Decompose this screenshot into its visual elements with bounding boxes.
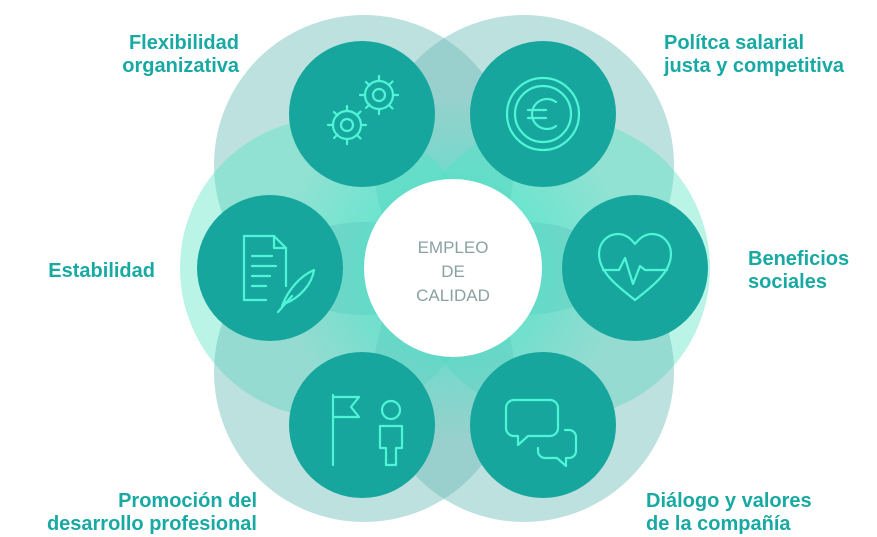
euro-coin-icon bbox=[505, 76, 581, 152]
heart-pulse-icon bbox=[597, 232, 673, 302]
icon-circle-dialogo bbox=[470, 352, 616, 498]
label-estabilidad: Estabilidad bbox=[48, 260, 155, 283]
label-dialogo-line-2: de la compañía bbox=[646, 513, 791, 535]
gears-icon bbox=[326, 74, 400, 146]
label-politica-salarial: Polítca salarial justa y competitiva bbox=[664, 32, 844, 78]
icon-circle-beneficios bbox=[562, 195, 708, 341]
label-promocion-line-1: Promoción del bbox=[118, 490, 257, 512]
icon-circle-estabilidad bbox=[197, 195, 343, 341]
chat-bubbles-icon bbox=[504, 398, 578, 468]
flag-person-icon bbox=[331, 393, 404, 467]
icon-circle-flexibilidad bbox=[289, 41, 435, 187]
icon-circle-politica bbox=[470, 41, 616, 187]
label-flexibilidad-line-2: organizativa bbox=[122, 55, 239, 77]
center-line-3: CALIDAD bbox=[416, 286, 490, 305]
label-politica-line-2: justa y competitiva bbox=[664, 55, 845, 77]
label-beneficios-line-1: Beneficios bbox=[748, 248, 850, 270]
document-quill-icon bbox=[242, 234, 316, 314]
label-flexibilidad-line-1: Flexibilidad bbox=[128, 32, 239, 54]
label-estabilidad-line-1: Estabilidad bbox=[48, 260, 155, 282]
label-dialogo: Diálogo y valores de la compañía bbox=[646, 490, 812, 536]
label-promocion-line-2: desarrollo profesional bbox=[46, 513, 257, 535]
label-flexibilidad: Flexibilidad organizativa bbox=[122, 32, 239, 78]
label-promocion: Promoción del desarrollo profesional bbox=[47, 490, 257, 536]
center-line-2: DE bbox=[441, 262, 465, 281]
label-dialogo-line-1: Diálogo y valores bbox=[646, 490, 812, 512]
label-beneficios: Beneficios sociales bbox=[748, 248, 849, 294]
label-politica-line-1: Polítca salarial bbox=[664, 32, 805, 54]
icon-circle-promocion bbox=[289, 352, 435, 498]
label-beneficios-line-2: sociales bbox=[748, 271, 827, 293]
center-circle bbox=[364, 179, 542, 357]
center-line-1: EMPLEO bbox=[418, 238, 489, 257]
